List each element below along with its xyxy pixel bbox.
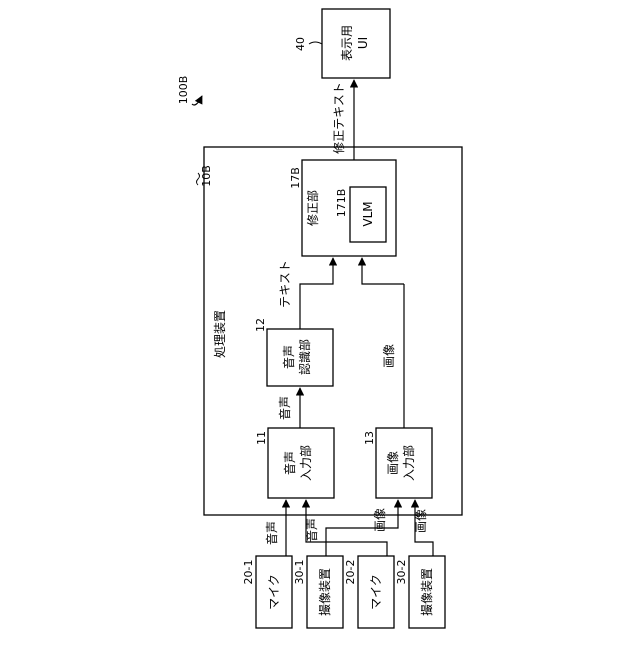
device-ref-mic-1: 20-1	[242, 560, 255, 585]
text-label: テキスト	[278, 260, 292, 308]
audio-label: 音声	[277, 396, 292, 420]
audio-input-ref: 11	[255, 431, 268, 445]
image-label: 画像	[382, 344, 396, 368]
processing-device-label: 処理装置	[213, 310, 227, 358]
vlm-ref: 171B	[335, 189, 348, 218]
image-input-label-line2: 入力部	[401, 445, 416, 481]
vlm-label: VLM	[361, 201, 375, 226]
speech-recognition-ref: 12	[254, 318, 267, 332]
device-ref-camera-1: 30-1	[293, 560, 306, 585]
display-ui-label-line1: 表示用	[340, 25, 354, 61]
speech-recognition-label-line2: 認識部	[297, 339, 312, 375]
device-label-mic-2: マイク	[369, 574, 383, 610]
display-ui-label-line2: UI	[356, 37, 370, 49]
display-ui-ref: 40	[294, 37, 307, 51]
image-input-label-line1: 画像	[386, 451, 400, 475]
mic-2-audio-label: 音声	[304, 518, 319, 542]
mic-1-audio-label: 音声	[264, 521, 279, 545]
corrected-text-label: 修正テキスト	[331, 82, 346, 154]
system-ref-arrow	[192, 96, 202, 105]
camera-2-image-label: 画像	[414, 509, 428, 533]
audio-input-label-line1: 音声	[282, 451, 297, 475]
device-label-camera-2: 撮像装置	[420, 568, 434, 616]
audio-input-label-line2: 入力部	[298, 445, 313, 481]
device-ref-mic-2: 20-2	[344, 560, 357, 585]
speech-recognition-label-line1: 音声	[281, 345, 296, 369]
processing-device-ref: 10B	[200, 165, 213, 187]
camera-1-image-label: 画像	[373, 508, 387, 532]
device-label-camera-1: 撮像装置	[318, 568, 332, 616]
system-ref: 100B	[177, 76, 190, 105]
image-input-ref: 13	[363, 431, 376, 445]
device-label-mic-1: マイク	[267, 574, 281, 610]
display-ui-ref-tick	[309, 42, 322, 44]
correction-unit-label: 修正部	[305, 190, 320, 226]
device-ref-camera-2: 30-2	[395, 560, 408, 585]
correction-unit-ref: 17B	[289, 167, 302, 189]
